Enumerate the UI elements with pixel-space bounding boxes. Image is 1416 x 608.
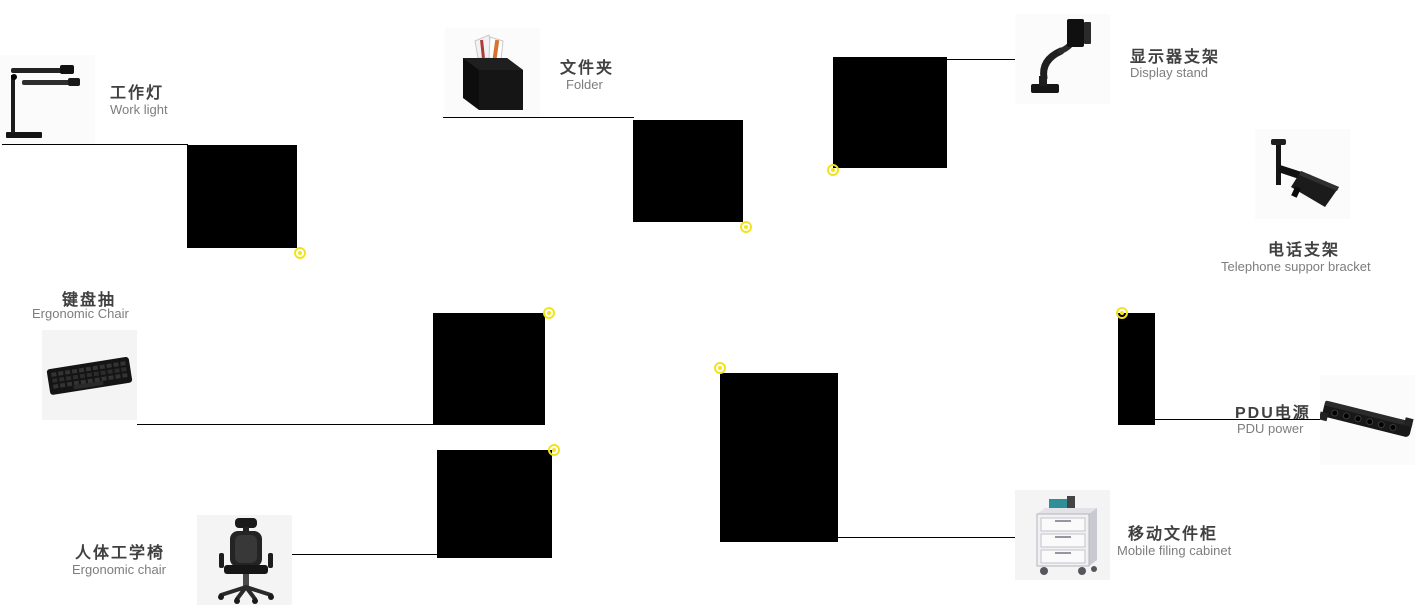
telephone-bracket-label-en: Telephone suppor bracket <box>1221 259 1371 274</box>
pdu-power-connector-line <box>1155 419 1320 420</box>
work-light-image <box>0 55 95 145</box>
work-light-icon <box>6 65 80 138</box>
keyboard-tray-connector-line <box>137 424 434 425</box>
keyboard-icon <box>46 357 133 395</box>
keyboard-tray-label-zh: 键盘抽 <box>62 292 117 309</box>
telephone-bracket-label-zh: 电话支架 <box>1268 242 1341 259</box>
mobile-filing-cabinet-image <box>1015 490 1110 580</box>
keyboard-tray-callout-region <box>433 313 545 425</box>
pdu-power-callout-region <box>1118 313 1155 425</box>
folder-label-zh: 文件夹 <box>560 60 615 77</box>
pdu-power-label-en: PDU power <box>1237 421 1304 436</box>
filing-cabinet-icon <box>1036 496 1097 575</box>
chair-icon <box>218 518 274 604</box>
work-light-label-zh: 工作灯 <box>110 85 165 102</box>
display-stand-label-en: Display stand <box>1130 65 1209 80</box>
folder-image <box>445 28 540 118</box>
folder-callout-region <box>633 120 743 222</box>
folder-hotspot-marker-icon[interactable] <box>740 221 752 233</box>
telephone-bracket-icon <box>1271 139 1339 207</box>
ergonomic-chair-callout-region <box>437 450 552 558</box>
folder-connector-line <box>443 117 634 118</box>
display-stand-hotspot-marker-icon[interactable] <box>827 164 839 176</box>
folder-label-en: Folder <box>566 77 603 92</box>
pdu-power-image <box>1320 375 1415 465</box>
display-stand-label-zh: 显示器支架 <box>1130 49 1221 66</box>
work-light-label-en: Work light <box>110 102 168 117</box>
ergonomic-chair-connector-line <box>292 554 437 555</box>
work-light-connector-line <box>2 144 188 145</box>
keyboard-tray-image <box>42 330 137 420</box>
mobile-filing-cabinet-label-en: Mobile filing cabinet <box>1117 543 1232 558</box>
ergonomic-chair-hotspot-marker-icon[interactable] <box>548 444 560 456</box>
display-stand-icon <box>1031 19 1091 93</box>
work-light-hotspot-marker-icon[interactable] <box>294 247 306 259</box>
display-stand-connector-line <box>947 59 1015 60</box>
telephone-bracket-image <box>1255 129 1350 219</box>
work-light-callout-region <box>187 145 297 248</box>
folder-icon <box>463 34 523 110</box>
display-stand-callout-region <box>833 57 947 168</box>
mobile-filing-cabinet-connector-line <box>838 537 1015 538</box>
ergonomic-chair-image <box>197 515 292 605</box>
keyboard-tray-label-en: Ergonomic Chair <box>32 306 129 321</box>
pdu-power-hotspot-marker-icon[interactable] <box>1116 307 1128 319</box>
mobile-filing-cabinet-label-zh: 移动文件柜 <box>1128 526 1219 543</box>
pdu-icon <box>1320 400 1414 437</box>
pdu-power-label-zh: PDU电源 <box>1235 405 1311 422</box>
display-stand-image <box>1015 14 1110 104</box>
ergonomic-chair-label-en: Ergonomic chair <box>72 562 166 577</box>
mobile-filing-cabinet-hotspot-marker-icon[interactable] <box>714 362 726 374</box>
keyboard-tray-hotspot-marker-icon[interactable] <box>543 307 555 319</box>
ergonomic-chair-label-zh: 人体工学椅 <box>75 545 166 562</box>
mobile-filing-cabinet-callout-region <box>720 373 838 542</box>
